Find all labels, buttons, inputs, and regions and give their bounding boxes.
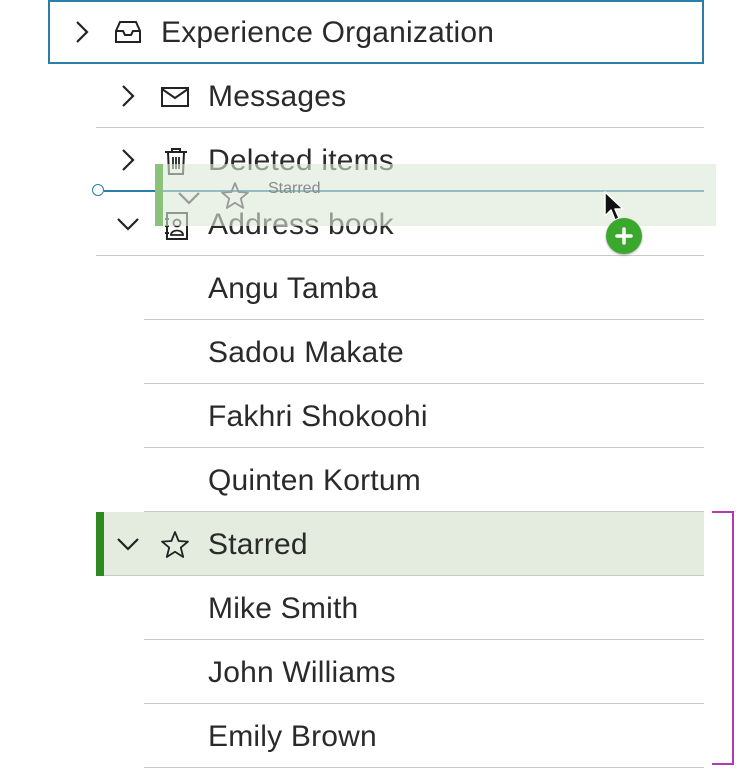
tree-node-experience-organization[interactable]: Experience Organization bbox=[48, 0, 704, 64]
tree-node-messages[interactable]: Messages bbox=[96, 64, 704, 128]
list-item-contact[interactable]: John Williams bbox=[144, 640, 704, 704]
group-bracket bbox=[712, 511, 734, 765]
list-item-contact[interactable]: Fakhri Shokoohi bbox=[144, 384, 704, 448]
list-item-contact[interactable]: Emily Brown bbox=[144, 704, 704, 768]
contact-name: Mike Smith bbox=[208, 592, 359, 625]
list-item-contact[interactable]: Mike Smith bbox=[144, 576, 704, 640]
list-item-contact[interactable]: Sadou Makate bbox=[144, 320, 704, 384]
contact-name: Quinten Kortum bbox=[208, 464, 421, 497]
tree-node-label: Starred bbox=[208, 528, 308, 561]
tree-node-label: Messages bbox=[208, 80, 347, 113]
trash-icon bbox=[160, 145, 192, 177]
tree-node-label: Address book bbox=[208, 208, 394, 241]
chevron-down-icon[interactable] bbox=[114, 530, 142, 558]
chevron-right-icon[interactable] bbox=[114, 146, 142, 174]
tree-node-starred[interactable]: Starred bbox=[96, 512, 704, 576]
contact-book-icon bbox=[160, 210, 192, 242]
envelope-icon bbox=[159, 81, 191, 113]
chevron-down-icon[interactable] bbox=[114, 210, 142, 238]
tree-node-label: Deleted items bbox=[208, 144, 395, 177]
list-item-contact[interactable]: Angu Tamba bbox=[144, 256, 704, 320]
contact-name: John Williams bbox=[208, 656, 396, 689]
tree-node-label: Experience Organization bbox=[161, 16, 495, 49]
tree-node-deleted-items[interactable]: Deleted items bbox=[96, 128, 704, 192]
contact-name: Angu Tamba bbox=[208, 272, 378, 305]
drop-indicator-dot bbox=[92, 184, 104, 196]
star-icon bbox=[159, 529, 191, 561]
selection-indicator bbox=[96, 512, 104, 576]
contact-name: Fakhri Shokoohi bbox=[208, 400, 428, 433]
chevron-right-icon[interactable] bbox=[114, 82, 142, 110]
plus-icon bbox=[606, 218, 642, 254]
contact-name: Sadou Makate bbox=[208, 336, 404, 369]
inbox-icon bbox=[112, 16, 144, 48]
chevron-right-icon[interactable] bbox=[68, 18, 96, 46]
contact-name: Emily Brown bbox=[208, 720, 377, 753]
list-item-contact[interactable]: Quinten Kortum bbox=[144, 448, 704, 512]
